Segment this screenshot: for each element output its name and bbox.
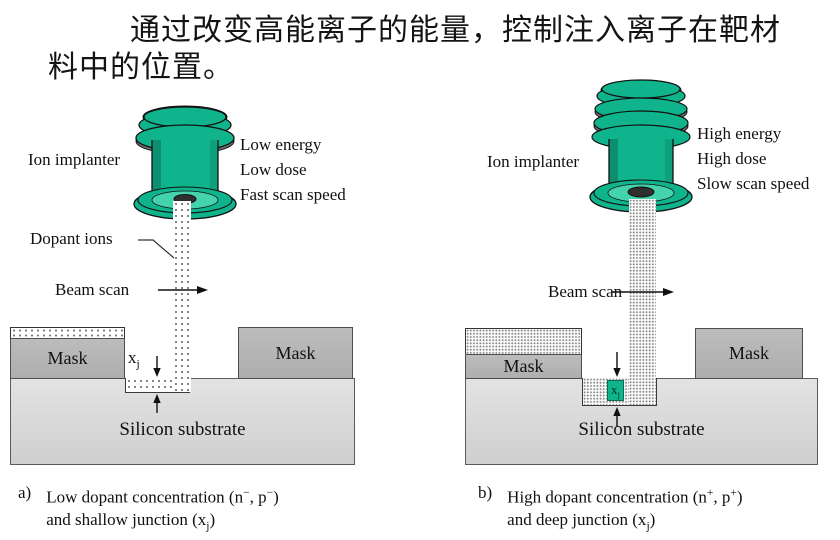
mask-right-b-label: Mask — [729, 343, 769, 363]
ion-implanter-b-illustration — [589, 79, 693, 215]
xj-down-arrow-a — [153, 356, 161, 377]
caption-b-marker: b) — [478, 483, 493, 502]
substrate-a: Silicon substrate — [10, 378, 355, 465]
mask-right-b: Mask — [695, 328, 803, 379]
dopant-pointer-line — [138, 239, 175, 259]
caption-b-text: High dopant concentration (n+, p+) and d… — [507, 486, 743, 533]
xj-down-arrow-b — [613, 352, 621, 377]
ion-implanter-icon — [589, 79, 693, 213]
implanter-label-b: Ion implanter — [487, 152, 580, 171]
caption-a-text: Low dopant concentration (n−, p−) and sh… — [46, 486, 279, 533]
mask-left-b-label: Mask — [503, 356, 544, 376]
xj-label-b: xj — [611, 381, 620, 400]
substrate-a-label: Silicon substrate — [119, 419, 246, 440]
param-b-energy: High energy — [697, 124, 782, 143]
param-a-dose: Low dose — [240, 160, 307, 179]
substrate-b-label: Silicon substrate — [578, 419, 705, 440]
mask-left-b: Mask — [465, 354, 582, 379]
ion-implanter-a-illustration — [133, 104, 237, 226]
mask-left-a-label: Mask — [47, 348, 88, 368]
mask-left-a: Mask — [10, 338, 125, 379]
mask-oxide-stipple-a — [10, 327, 125, 339]
intro-line-1: 通过改变高能离子的能量，控制注入离子在靶材 — [130, 14, 781, 47]
caption-b: b) High dopant concentration (n+, p+) an… — [478, 482, 743, 537]
mask-right-a-label: Mask — [275, 342, 316, 363]
param-b-dose: High dose — [697, 149, 767, 168]
intro-line-2: 料中的位置。 — [48, 51, 234, 84]
xj-depth-box-b: xj — [607, 380, 624, 401]
ion-implanter-icon — [133, 105, 237, 220]
xj-label-a: xj — [128, 348, 140, 370]
ion-beam-b — [629, 199, 656, 405]
implant-params-a: Low energy Low dose Fast scan speed — [240, 132, 346, 207]
implant-params-b: High energy High dose Slow scan speed — [697, 121, 809, 196]
caption-a: a) Low dopant concentration (n−, p−) and… — [18, 482, 279, 537]
caption-a-marker: a) — [18, 483, 32, 502]
ion-beam-a — [173, 201, 191, 392]
param-b-scan: Slow scan speed — [697, 174, 810, 193]
beam-scan-label-a: Beam scan — [55, 280, 130, 299]
param-a-energy: Low energy — [240, 135, 322, 154]
beam-scan-label-b: Beam scan — [548, 282, 623, 301]
mask-oxide-stipple-b — [465, 328, 582, 355]
xj-label-a-sub: j — [136, 357, 140, 371]
dopant-ions-label: Dopant ions — [30, 229, 113, 248]
xj-label-a-base: x — [128, 348, 137, 367]
param-a-scan: Fast scan speed — [240, 185, 346, 204]
mask-right-a: Mask — [238, 327, 353, 379]
implanter-label-a: Ion implanter — [28, 150, 121, 169]
